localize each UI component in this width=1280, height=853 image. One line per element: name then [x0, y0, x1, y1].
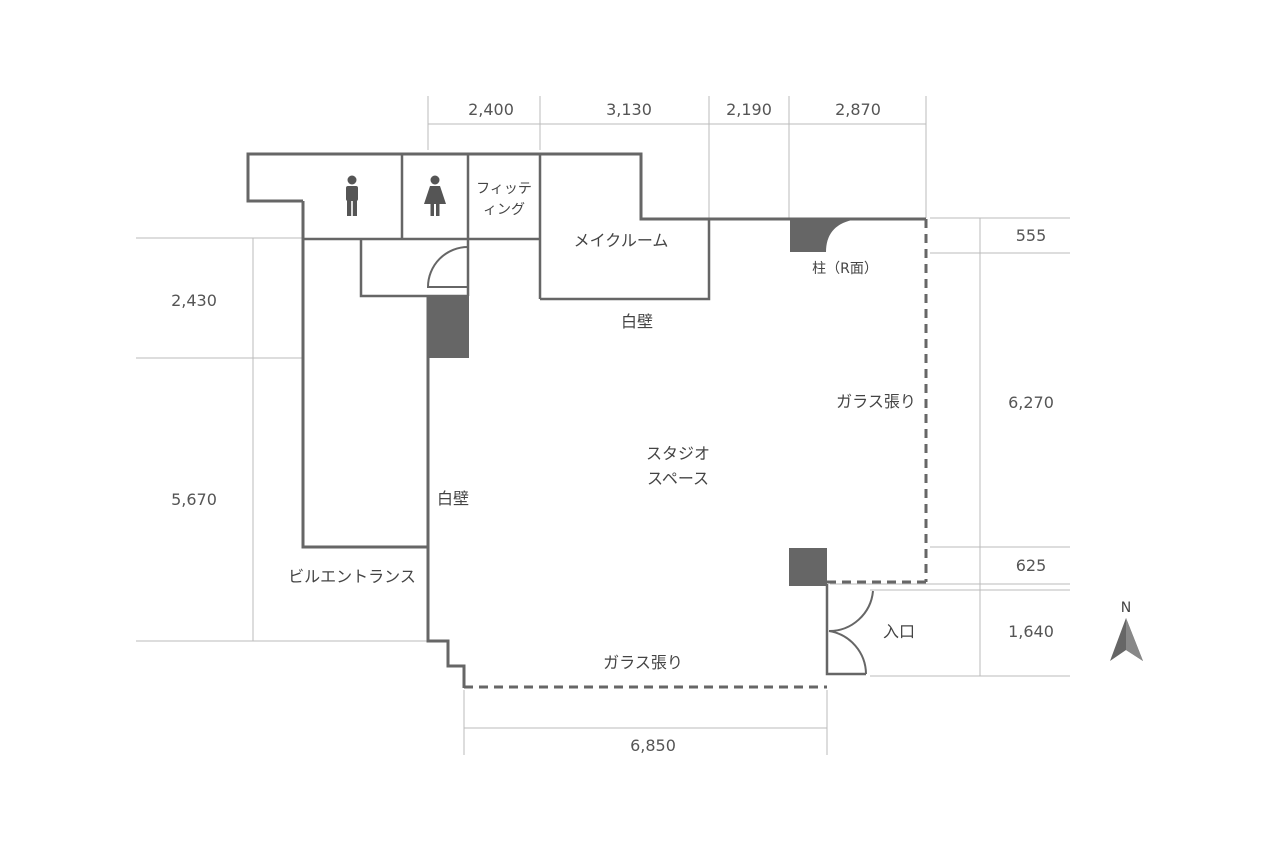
walls [246, 152, 926, 688]
right-dimension-lines [830, 217, 1070, 677]
north-arrow-icon [1110, 618, 1143, 661]
right-dim-1: 555 [1016, 226, 1047, 245]
left-dim-1: 2,430 [171, 291, 217, 310]
door-landing [426, 246, 469, 288]
glass-walls [464, 219, 928, 689]
top-dim-3: 2,190 [726, 100, 772, 119]
top-dim-4: 2,870 [835, 100, 881, 119]
studio-label-line1: スタジオ [646, 444, 710, 463]
right-dim-4: 1,640 [1008, 622, 1054, 641]
column-rounded [790, 220, 852, 252]
top-dimension-lines [427, 96, 927, 218]
top-dim-2: 3,130 [606, 100, 652, 119]
glass-bottom-label: ガラス張り [603, 653, 683, 672]
entrance-label: 入口 [883, 622, 915, 641]
building-entrance-label: ビルエントランス [288, 567, 416, 586]
glass-right-label: ガラス張り [836, 392, 916, 411]
male-restroom-icon [346, 175, 358, 216]
bottom-dim: 6,850 [630, 736, 676, 755]
studio-label-line2: スペース [647, 469, 709, 488]
bottom-dimension-lines [463, 690, 828, 755]
north-label: N [1121, 600, 1131, 616]
right-dim-3: 625 [1016, 556, 1047, 575]
white-wall-left-label: 白壁 [437, 489, 469, 508]
make-room-label: メイクルーム [574, 231, 669, 250]
left-dimension-lines [136, 237, 428, 642]
fitting-label-line2: ィング [483, 202, 525, 218]
top-dim-1: 2,400 [468, 100, 514, 119]
entrance-doors [828, 590, 874, 675]
column-bottom-right [789, 548, 827, 586]
female-restroom-icon [424, 175, 446, 216]
white-wall-top-label: 白壁 [621, 312, 653, 331]
column-left [429, 296, 469, 358]
pillar-label: 柱（R面） [812, 261, 878, 277]
left-dim-2: 5,670 [171, 490, 217, 509]
fitting-label-line1: フィッテ [476, 181, 532, 197]
right-dim-2: 6,270 [1008, 393, 1054, 412]
